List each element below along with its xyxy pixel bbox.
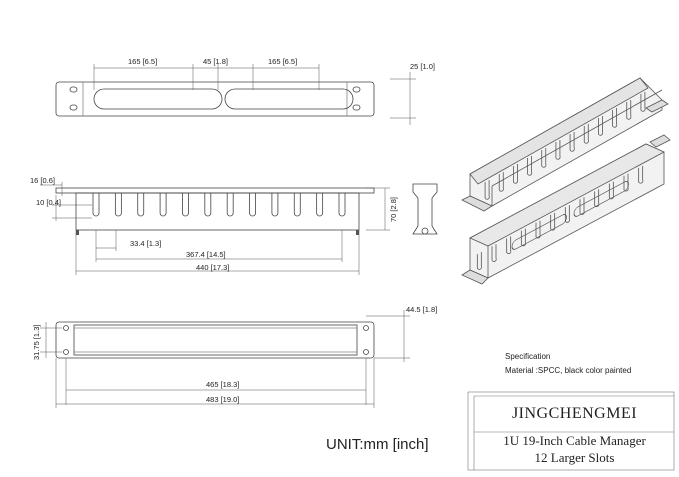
rear-view: 44.5 [1.8] 31.75 [1.3] 465 [18.3] 483 [1… bbox=[32, 305, 437, 408]
top-slot-left bbox=[93, 88, 223, 110]
front-slot bbox=[92, 193, 100, 217]
product-slots: 12 Larger Slots bbox=[534, 450, 615, 465]
front-slot bbox=[316, 193, 324, 217]
front-flange bbox=[55, 187, 375, 194]
isometric-slot bbox=[612, 108, 618, 128]
rear-view-outline bbox=[55, 321, 375, 359]
front-slot bbox=[114, 193, 122, 217]
isometric-slot bbox=[640, 92, 646, 112]
isometric-upper-slots bbox=[484, 92, 646, 200]
isometric-slot bbox=[550, 212, 556, 231]
isometric-slot bbox=[608, 181, 614, 200]
front-dim-height: 70 [2.8] bbox=[389, 197, 398, 222]
front-slot bbox=[271, 193, 279, 217]
front-slot bbox=[293, 193, 301, 217]
isometric-slot bbox=[513, 164, 519, 184]
mount-hole bbox=[69, 104, 78, 111]
brand-name: JINGCHENGMEI bbox=[511, 405, 638, 422]
isometric-slot bbox=[569, 132, 575, 152]
specification-heading: Specification bbox=[505, 352, 551, 361]
side-profile-view bbox=[412, 183, 438, 235]
rear-dim-depth: 44.5 [1.8] bbox=[406, 305, 437, 314]
isometric-slot bbox=[626, 100, 632, 120]
isometric-slot bbox=[623, 173, 629, 192]
rear-dim-hole-spacing: 31.75 [1.3] bbox=[32, 325, 41, 360]
isometric-slot bbox=[638, 165, 644, 184]
isometric-view-upper bbox=[461, 77, 669, 212]
mount-hole bbox=[69, 86, 78, 93]
front-slot bbox=[182, 193, 189, 217]
mount-hole bbox=[63, 325, 69, 331]
front-dim-pitch: 33.4 [1.3] bbox=[130, 239, 161, 248]
front-slot bbox=[338, 193, 346, 217]
mount-hole bbox=[363, 325, 369, 331]
top-dim-slot2: 165 [6.5] bbox=[268, 57, 297, 66]
front-view: 16 [0.6] 10 [0.4] 33.4 [1.3] 367.4 [14.5… bbox=[30, 176, 398, 275]
mount-hole bbox=[352, 86, 361, 93]
front-body-outline bbox=[75, 192, 360, 231]
front-slot bbox=[204, 193, 212, 217]
mount-hole bbox=[352, 104, 361, 111]
isometric-slot bbox=[598, 116, 604, 136]
title-block-frame bbox=[467, 391, 675, 471]
top-view: 165 [6.5] 45 [1.8] 165 [6.5] 25 [1.0] bbox=[55, 57, 435, 125]
isometric-slot bbox=[583, 124, 589, 144]
front-slot-group bbox=[92, 193, 346, 217]
isometric-slot bbox=[506, 236, 512, 255]
mount-hole bbox=[363, 349, 369, 355]
isometric-view-lower bbox=[461, 134, 671, 285]
front-dim-body: 440 [17.3] bbox=[196, 263, 229, 272]
top-dim-height: 25 [1.0] bbox=[410, 62, 435, 71]
unit-label: UNIT:mm [inch] bbox=[326, 436, 429, 453]
isometric-slot bbox=[564, 205, 570, 223]
isometric-slot bbox=[491, 244, 497, 262]
front-slot bbox=[226, 193, 234, 217]
product-title: 1U 19-Inch Cable Manager bbox=[503, 433, 646, 448]
side-profile-hole bbox=[421, 227, 429, 235]
specification-material: Material :SPCC, black color painted bbox=[505, 366, 632, 375]
isometric-slot bbox=[555, 140, 561, 160]
title-block bbox=[467, 391, 675, 471]
side-profile-outline bbox=[412, 183, 438, 235]
mount-hole bbox=[63, 349, 69, 355]
front-dim-inner: 367.4 [14.5] bbox=[186, 250, 226, 259]
isometric-slot bbox=[476, 252, 482, 270]
top-dim-gap: 45 [1.8] bbox=[203, 57, 228, 66]
top-view-outline bbox=[55, 81, 375, 117]
rear-panel bbox=[73, 324, 358, 356]
isometric-slot bbox=[579, 197, 585, 215]
top-dim-slot1: 165 [6.5] bbox=[128, 57, 157, 66]
isometric-slot bbox=[498, 172, 504, 192]
front-slot bbox=[159, 193, 167, 217]
front-dim-flange: 16 [0.6] bbox=[30, 176, 55, 185]
front-dim-finger: 10 [0.4] bbox=[36, 198, 61, 207]
isometric-slot bbox=[527, 156, 533, 176]
isometric-lower-slots bbox=[476, 165, 644, 270]
front-slot bbox=[137, 193, 145, 217]
rear-dim-mount: 465 [18.3] bbox=[206, 380, 239, 389]
isometric-slot bbox=[535, 220, 541, 239]
isometric-slot bbox=[541, 148, 547, 168]
front-slot bbox=[249, 193, 256, 217]
isometric-slot bbox=[520, 228, 526, 247]
isometric-slot bbox=[484, 180, 490, 200]
isometric-slot bbox=[594, 189, 600, 208]
top-slot-right bbox=[224, 88, 354, 110]
rear-dim-overall: 483 [19.0] bbox=[206, 395, 239, 404]
